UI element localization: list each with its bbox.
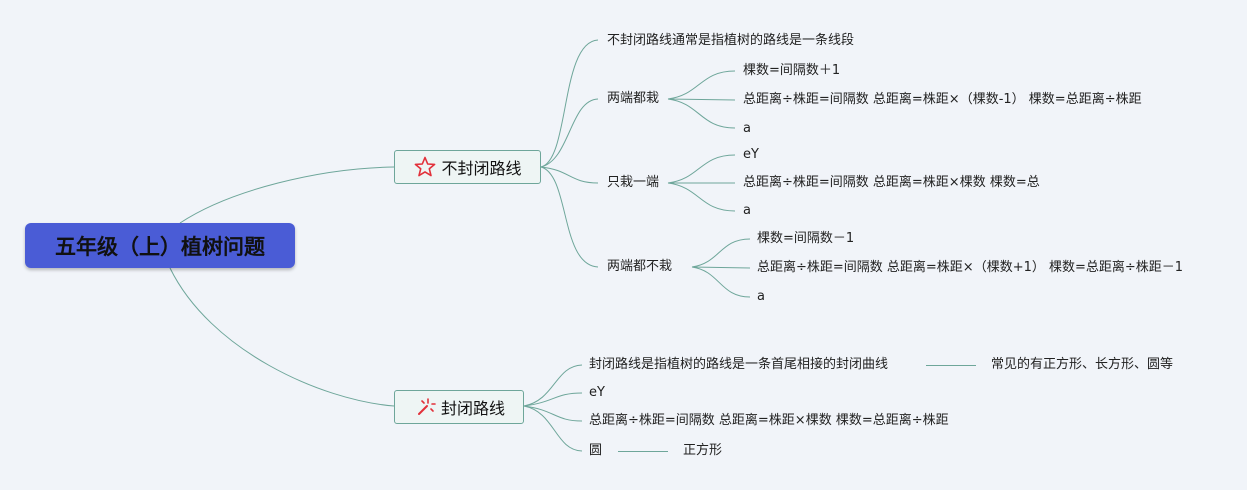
both-ends-node[interactable]: 两端都栽: [607, 91, 660, 106]
closed-route-item[interactable]: eY: [589, 385, 605, 400]
one-end-item[interactable]: a: [743, 203, 751, 218]
closed-route-item[interactable]: 总距离÷株距=间隔数 总距离=株距×棵数 棵数=总距离÷株距: [589, 413, 949, 428]
connector-b2-ey: [523, 392, 583, 407]
connector-neither-2: [691, 266, 751, 269]
neither-end-item[interactable]: a: [757, 289, 765, 304]
connector-b1-definition: [540, 39, 599, 168]
connector-b2-shape: [523, 405, 583, 452]
neither-end-item[interactable]: 棵数=间隔数－1: [757, 231, 855, 246]
one-end-item[interactable]: 总距离÷株距=间隔数 总距离=株距×棵数 棵数=总: [743, 175, 1040, 190]
connector-both-3: [667, 98, 736, 129]
closed-route-shape-note[interactable]: 正方形: [683, 443, 723, 458]
connector-both-2: [667, 98, 736, 101]
sparkle-icon: [413, 395, 437, 419]
branch-open-route[interactable]: 不封闭路线: [394, 150, 541, 184]
one-end-node[interactable]: 只栽一端: [607, 175, 660, 190]
neither-end-node[interactable]: 两端都不栽: [607, 259, 673, 274]
both-ends-item[interactable]: 棵数=间隔数＋1: [743, 63, 841, 78]
branch-closed-route-label: 封闭路线: [440, 399, 505, 418]
neither-end-item[interactable]: 总距离÷株距=间隔数 总距离=株距×（棵数+1） 棵数=总距离÷株距－1: [757, 260, 1184, 275]
root-node[interactable]: 五年级（上）植树问题: [25, 223, 295, 268]
branch-open-route-label: 不封闭路线: [441, 159, 522, 178]
both-ends-item[interactable]: a: [743, 121, 751, 136]
branch-closed-route[interactable]: 封闭路线: [394, 390, 524, 424]
connector-neither-1: [691, 238, 751, 268]
one-end-item[interactable]: eY: [743, 147, 759, 162]
shape-note-connector: [618, 451, 668, 452]
connector-b1-neither: [540, 166, 599, 268]
connector-root-branch2: [169, 267, 395, 407]
open-route-definition[interactable]: 不封闭路线通常是指植树的路线是一条线段: [607, 33, 855, 48]
connector-one-3: [667, 182, 736, 212]
connector-b1-one: [540, 166, 599, 184]
connector-root-branch1: [179, 166, 395, 224]
both-ends-item[interactable]: 总距离÷株距=间隔数 总距离=株距×（棵数-1） 棵数=总距离÷株距: [743, 92, 1142, 107]
connector-b2-definition: [523, 364, 583, 407]
closed-route-definition-note[interactable]: 常见的有正方形、长方形、圆等: [991, 357, 1174, 372]
connector-neither-3: [691, 266, 751, 298]
connector-both-1: [667, 70, 736, 100]
closed-route-definition[interactable]: 封闭路线是指植树的路线是一条首尾相接的封闭曲线: [589, 357, 889, 372]
definition-note-connector: [926, 365, 976, 366]
closed-route-shape[interactable]: 圆: [589, 443, 603, 458]
connector-one-1: [667, 154, 736, 184]
star-icon: [413, 155, 437, 179]
root-label: 五年级（上）植树问题: [55, 234, 265, 259]
connector-b2-formula: [523, 405, 583, 422]
connector-b1-both: [540, 98, 599, 168]
